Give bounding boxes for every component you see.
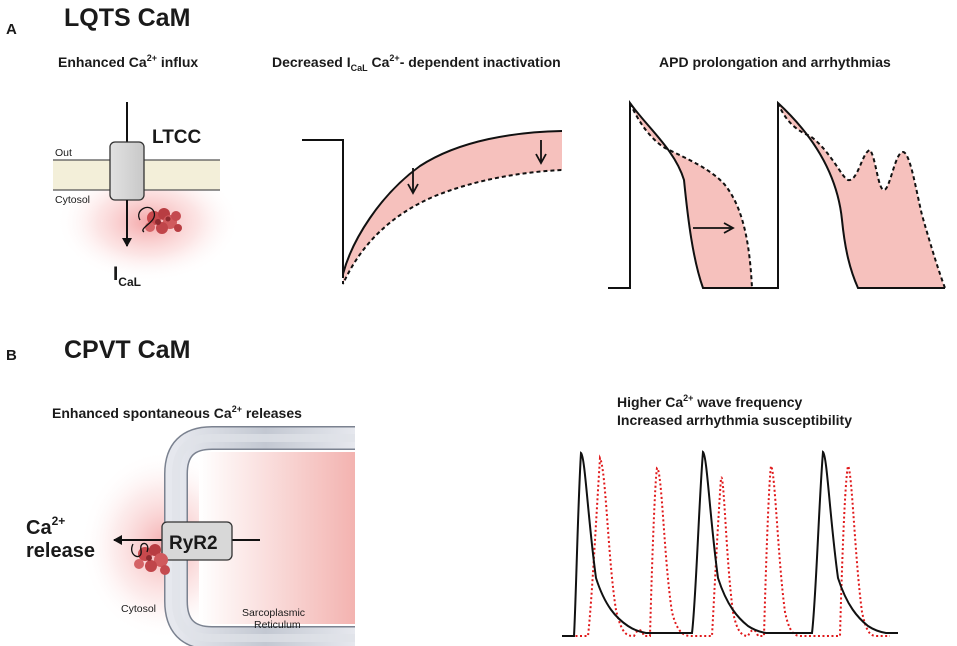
mutant-current-trace [342, 169, 563, 285]
out-label: Out [55, 147, 72, 159]
wildtype-current-trace [302, 130, 563, 275]
mutant-ap-trace [629, 102, 946, 289]
calcium-wave-chart [562, 450, 898, 638]
cytosol-label: Cytosol [55, 194, 90, 206]
caption-arrhythmia-susceptibility: Increased arrhythmia susceptibility [617, 412, 852, 428]
inactivation-shaded-region [343, 131, 562, 284]
caption-wave-frequency: Higher Ca2+ wave frequency [617, 393, 803, 410]
apd-shaded-region-2 [778, 103, 945, 288]
caption-apd-prolongation: APD prolongation and arrhythmias [659, 54, 891, 70]
sr-label-line2: Reticulum [254, 619, 301, 631]
ltcc-channel [109, 141, 145, 201]
apd-shaded-region-1 [630, 103, 752, 288]
caption-decreased-inactivation: Decreased ICaL Ca2+- dependent inactivat… [272, 53, 561, 73]
wildtype-ca-wave-trace [562, 450, 898, 637]
sr-label-line1: Sarcoplasmic [242, 607, 305, 619]
cytosol-label: Cytosol [121, 603, 156, 615]
ryr2-diagram: RyR2 Ca2+ release Cytosol Sarcoplasmic R… [26, 426, 355, 646]
panel-label-b: B [6, 347, 17, 364]
ltcc-label: LTCC [152, 127, 202, 148]
panel-label-a: A [6, 21, 17, 38]
ca-release-word: release [26, 540, 95, 562]
section-b-title: CPVT CaM [64, 336, 190, 364]
ical-trace-chart [302, 130, 563, 285]
calmodulin-protein-icon [131, 542, 170, 575]
ryr2-label: RyR2 [169, 533, 218, 554]
ca-release-label: Ca2+ [26, 514, 65, 539]
caption-enhanced-influx: Enhanced Ca2+ influx [58, 53, 198, 70]
caption-spontaneous-releases: Enhanced spontaneous Ca2+ releases [52, 404, 302, 421]
icaL-current-label: ICaL [113, 264, 141, 289]
section-a-title: LQTS CaM [64, 4, 190, 32]
action-potential-chart [608, 99, 946, 289]
ryr2-channel [161, 521, 233, 561]
calmodulin-protein-icon [138, 206, 182, 234]
calcium-glow [56, 162, 240, 282]
ltcc-channel-diagram: Out Cytosol LTCC ICaL [53, 102, 240, 289]
